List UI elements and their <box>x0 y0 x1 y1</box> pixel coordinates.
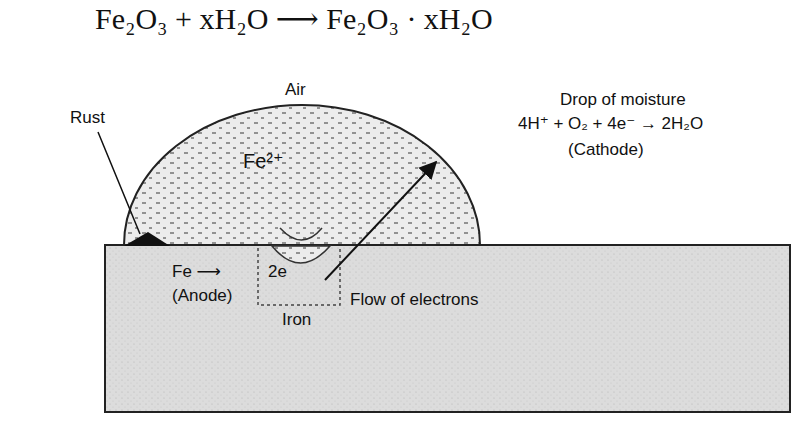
part-label: Drop of moisture <box>560 90 686 110</box>
iron-block <box>105 245 790 412</box>
reaction-equation: Fe₂O₃ + xH₂O ⟶ Fe₂O₃ · xH₂O <box>95 2 493 37</box>
reaction-label: Fe ⟶ <box>172 262 221 282</box>
arrow-label: Flow of electrons <box>348 290 481 310</box>
pit-curve <box>280 228 322 240</box>
electrode-label: (Anode) <box>172 286 232 306</box>
moisture-drop <box>124 105 480 245</box>
electron-label: 2e <box>268 262 287 282</box>
anode-pit <box>272 246 330 263</box>
ion-label: Fe²⁺ <box>243 150 284 173</box>
reaction-equation: 4H⁺ + O₂ + 4e⁻ → 2H₂O <box>518 114 703 134</box>
part-label: Rust <box>70 108 105 128</box>
region-label: Air <box>285 80 306 100</box>
leader-line <box>98 132 140 234</box>
electron-flow-arrow <box>325 162 436 280</box>
part-label: Iron <box>282 310 311 330</box>
rust-deposit <box>124 232 170 246</box>
electrode-label: (Cathode) <box>568 140 644 160</box>
